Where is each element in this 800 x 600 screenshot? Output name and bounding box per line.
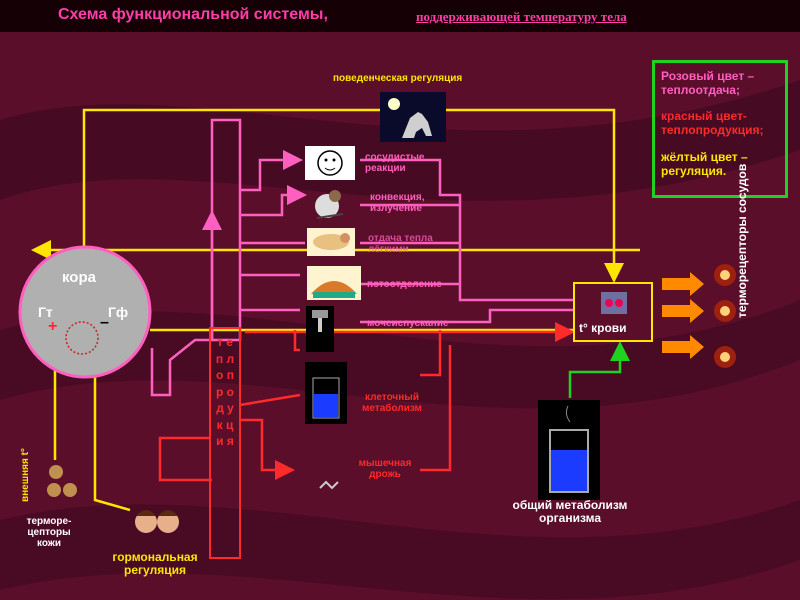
sweat-icon [307, 266, 361, 300]
gt-label: Гт [38, 304, 53, 320]
legend-pink: Розовый цвет – теплоотдача; [661, 69, 755, 98]
legend-yellow: жёлтый цвет – регуляция. [661, 149, 748, 178]
blood-temp-label: t° крови [579, 321, 627, 335]
shiver-icon [318, 478, 340, 497]
hypothalamus-center [65, 321, 99, 355]
blood-temp-box: t° крови [573, 282, 653, 342]
heat-production-label: т е п л о п р о д у к ц и я [215, 335, 235, 448]
vascular-label: сосудистые реакции [365, 152, 425, 175]
beaker-small-icon [305, 362, 347, 424]
thermometer-icon [601, 292, 627, 314]
vessel-receptor-arrows [662, 272, 704, 359]
sweat-label: потоотделение [367, 279, 442, 290]
external-temp-label: внешняя t° [20, 448, 31, 502]
convection-label: конвекция, излучение [370, 192, 425, 215]
hormonal-label: гормональная регуляция [112, 550, 198, 578]
page-title: Схема функциональной системы, [58, 6, 328, 23]
urination-label: мочеиспускание [367, 318, 449, 329]
gf-label: Гф [108, 304, 129, 320]
radiation-icon [313, 186, 349, 222]
wolf-moon-icon [380, 92, 446, 142]
vessel-receptor-icon-3 [712, 344, 738, 375]
vessel-receptor-icon-2 [712, 298, 738, 329]
vessel-receptors-label: терморецепторы сосудов [735, 163, 749, 318]
skin-receptors-label: терморе-цепторы кожи [26, 516, 72, 550]
vessel-receptor-icon-1 [712, 262, 738, 293]
hormonal-line [93, 372, 131, 512]
face-icon [305, 146, 355, 180]
lungs-icon [307, 228, 355, 256]
page-subtitle: поддерживающей температуру тела [416, 9, 627, 24]
header-bar: Схема функциональной системы, поддержива… [0, 0, 800, 32]
beaker-large-icon [538, 400, 600, 500]
minus-sign: – [100, 314, 109, 331]
hormonal-icon [130, 504, 186, 544]
behavioral-label: поведенческая регуляция [333, 73, 463, 84]
skin-receptors-icon [44, 462, 84, 507]
lungs-label: отдача тепла лёгкими [368, 233, 433, 256]
cortex-label: кора [62, 269, 96, 286]
brain-circle [18, 245, 152, 379]
total-metabolism-label: общий метаболизм организма [512, 498, 628, 526]
legend-red: красный цвет- теплопродукция; [661, 109, 764, 138]
faucet-icon [306, 306, 334, 352]
cellular-label: клеточный метаболизм [362, 392, 422, 415]
color-legend: Розовый цвет – теплоотдача; красный цвет… [652, 60, 788, 198]
metabolism-arrow-line [568, 341, 630, 398]
red-column [209, 327, 241, 559]
behavioral-loop-line [82, 108, 624, 283]
plus-sign: + [48, 318, 58, 335]
muscle-label: мышечная дрожь [358, 458, 412, 481]
